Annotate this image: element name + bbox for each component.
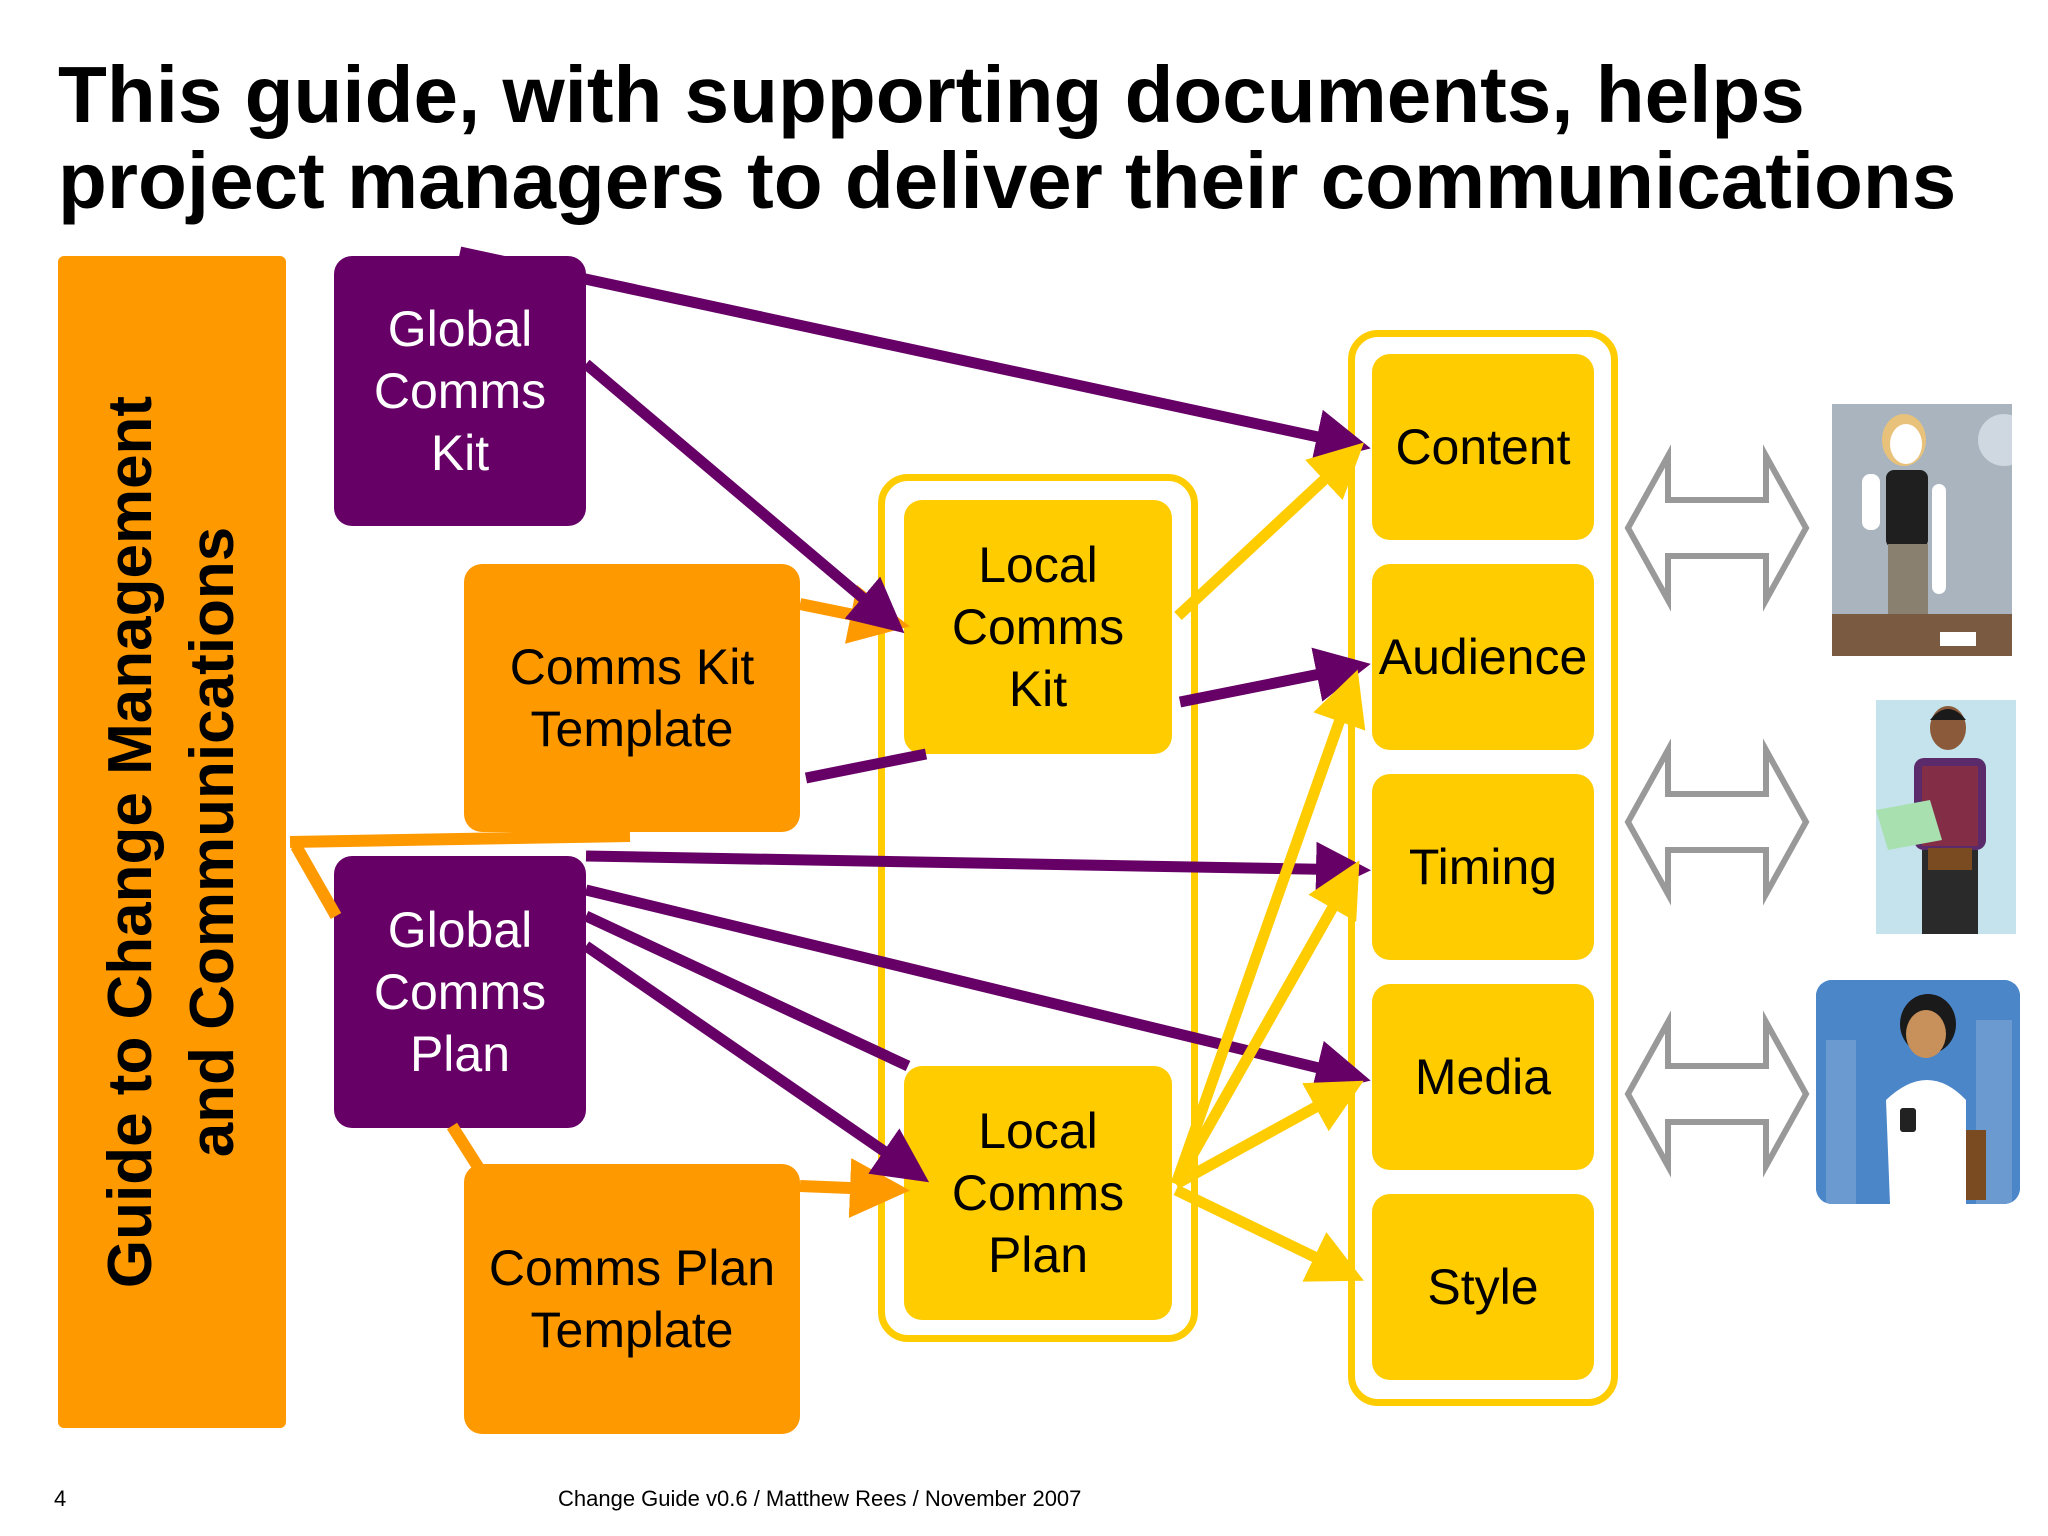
page-number: 4 bbox=[54, 1486, 67, 1511]
element-content-box: Content bbox=[1372, 354, 1594, 540]
comms-plan-template-box: Comms Plan Template bbox=[464, 1164, 800, 1434]
comms-kit-template-box: Comms Kit Template bbox=[464, 564, 800, 832]
arrow-global-plan-to-media bbox=[584, 884, 1371, 1095]
arrow-global-plan-to-local-plan bbox=[582, 941, 930, 1183]
element-timing-box: Timing bbox=[1372, 774, 1594, 960]
woman-with-phone-image bbox=[1816, 980, 2020, 1204]
link-global-plan-to-local-plan-upper bbox=[583, 911, 911, 1071]
page-title: This guide, with supporting documents, h… bbox=[58, 50, 1957, 225]
link-template-to-local-kit bbox=[804, 748, 928, 784]
element-audience-box: Audience bbox=[1372, 564, 1594, 750]
footer-text: Change Guide v0.6 / Matthew Rees / Novem… bbox=[558, 1486, 1082, 1511]
element-media-box: Media bbox=[1372, 984, 1594, 1170]
global-comms-kit-box: Global Comms Kit bbox=[334, 256, 586, 526]
two-way-arrows bbox=[1624, 444, 1810, 1178]
person-on-phone-image bbox=[1832, 404, 2012, 656]
arrow-global-plan-to-timing bbox=[585, 841, 1371, 897]
element-style-box: Style bbox=[1372, 1194, 1594, 1380]
guide-bar bbox=[58, 256, 286, 1428]
local-comms-kit-box: Local Comms Kit bbox=[904, 500, 1172, 754]
arrow-plan-template-to-local-plan bbox=[799, 1158, 910, 1219]
man-reading-document-image bbox=[1876, 700, 2016, 934]
guide-links bbox=[289, 830, 631, 1174]
local-to-element-links bbox=[1170, 442, 1366, 1282]
arrow-global-kit-to-local-kit bbox=[582, 359, 905, 634]
local-comms-plan-box: Local Comms Plan bbox=[904, 1066, 1172, 1320]
arrow-global-kit-to-content bbox=[458, 246, 1371, 464]
global-comms-plan-box: Global Comms Plan bbox=[334, 856, 586, 1128]
arrow-local-kit-to-audience bbox=[1178, 647, 1371, 708]
